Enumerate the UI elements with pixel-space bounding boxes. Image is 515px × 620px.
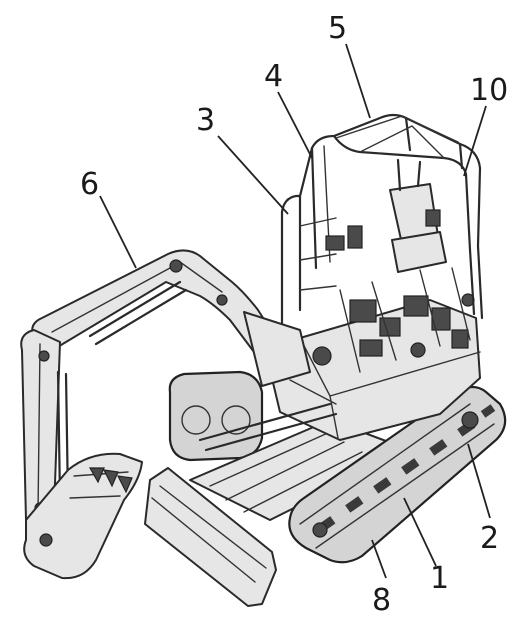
leader-10	[463, 105, 487, 177]
lower-frame	[189, 419, 411, 521]
callout-3: 3	[196, 103, 215, 138]
leader-6	[99, 195, 137, 269]
callout-5: 5	[328, 11, 347, 46]
callout-8: 8	[372, 583, 391, 618]
callout-4: 4	[264, 59, 283, 94]
engine-details	[312, 267, 475, 373]
callout-2: 2	[480, 521, 499, 556]
leader-3	[217, 135, 289, 215]
track-rollers	[317, 404, 496, 533]
boom	[31, 249, 291, 377]
leader-8	[371, 539, 387, 579]
leader-2	[467, 443, 491, 519]
dozer-blade	[144, 467, 277, 607]
leader-5	[345, 43, 371, 119]
callout-6: 6	[80, 167, 99, 202]
left-track	[168, 370, 264, 462]
bucket-teeth	[88, 467, 133, 494]
cab-frame	[280, 113, 484, 334]
callout-1: 1	[430, 561, 449, 596]
right-track	[288, 385, 507, 564]
callout-10: 10	[470, 73, 508, 108]
leader-1	[403, 497, 437, 567]
callout-labels: 1 2 3 4 5 6 8 10	[80, 11, 508, 618]
leader-lines	[99, 43, 491, 579]
operator-seat	[325, 158, 447, 273]
bucket	[23, 452, 143, 580]
boom-swing	[198, 311, 338, 452]
leader-4	[277, 91, 313, 159]
